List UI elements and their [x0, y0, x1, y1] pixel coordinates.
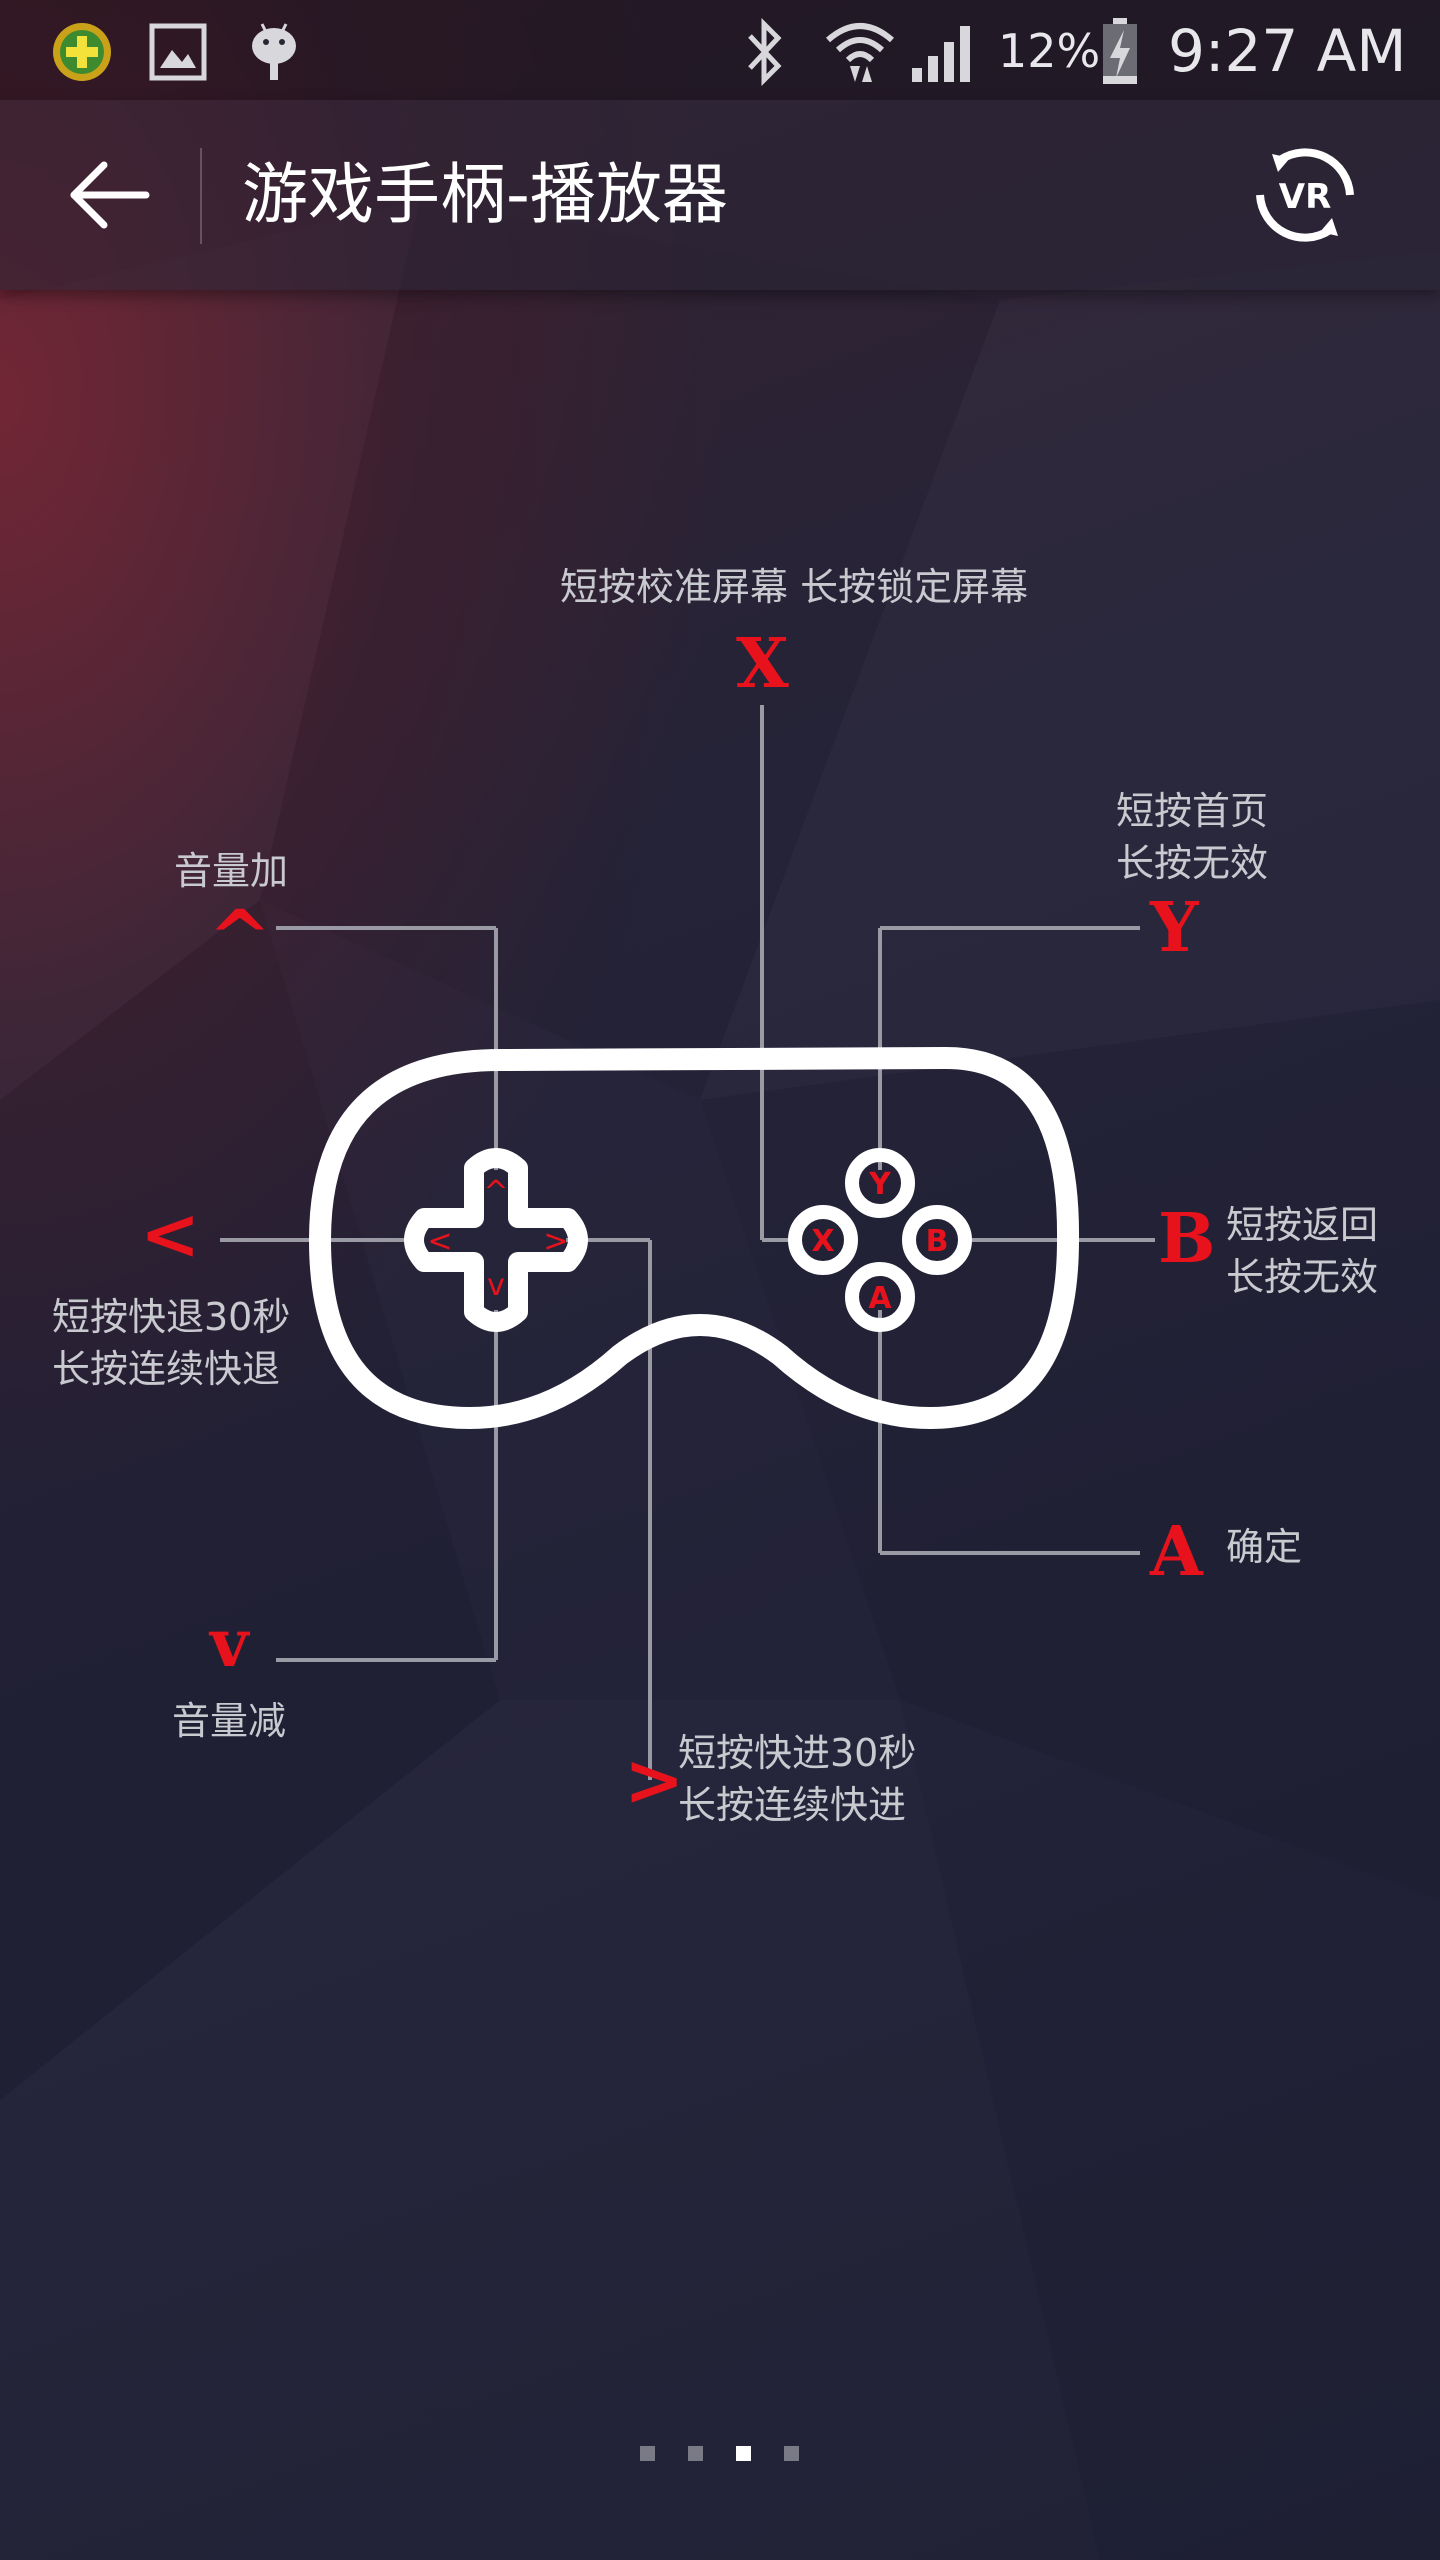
dpad-right-description-line1: 短按快进30秒 — [678, 1731, 917, 1775]
dpad-left-description-line1: 短按快退30秒 — [52, 1295, 291, 1339]
dpad-left-key-label: < — [140, 1191, 201, 1276]
status-bar: 12% 9:27 AM — [0, 0, 1440, 100]
b-button-description-line2: 长按无效 — [1226, 1255, 1379, 1299]
dpad-right-key-label: > — [624, 1737, 685, 1822]
page-dot-4[interactable] — [784, 2446, 799, 2461]
dpad-label-left: < — [427, 1224, 452, 1259]
face-button-y — [845, 1148, 915, 1218]
app-bar-divider — [200, 148, 202, 244]
page-indicator[interactable] — [640, 2444, 800, 2464]
vr-button[interactable]: VR — [1250, 140, 1360, 250]
battery-percent: 12% — [998, 24, 1101, 78]
dpad-right-description-line2: 长按连续快进 — [678, 1783, 907, 1827]
x-key-label: X — [736, 624, 789, 704]
bluetooth-icon — [748, 18, 782, 86]
controller-body — [309, 1047, 1080, 1429]
a-button-description: 确定 — [1226, 1525, 1303, 1569]
android-icon — [252, 23, 296, 80]
dpad — [404, 1148, 588, 1332]
app-notification-icon — [53, 23, 111, 81]
page-title: 游戏手柄-播放器 — [242, 156, 728, 233]
dpad-label-down: v — [487, 1268, 505, 1303]
dpad-up-key-label: ^ — [208, 893, 272, 982]
dpad-up-description: 音量加 — [174, 849, 289, 893]
page-dot-1[interactable] — [640, 2446, 655, 2461]
arrow-left-icon — [70, 161, 150, 229]
connector-lines — [220, 705, 1155, 1780]
face-button-x — [788, 1205, 858, 1275]
dpad-down-key-label: v — [210, 1604, 249, 1682]
dpad-down-description: 音量减 — [172, 1699, 287, 1743]
page-dot-2[interactable] — [688, 2446, 703, 2461]
face-button-b — [902, 1205, 972, 1275]
face-button-a — [845, 1262, 915, 1332]
y-button-description-line1: 短按首页 — [1116, 789, 1269, 833]
signal-icon — [912, 26, 970, 82]
face-label-b: B — [926, 1224, 949, 1259]
back-button[interactable] — [50, 145, 170, 245]
a-key-label: A — [1150, 1512, 1203, 1592]
clock: 9:27 AM — [1168, 17, 1407, 85]
controller-diagram: Y X B A ^ < > v — [220, 705, 1155, 1780]
face-label-y: Y — [868, 1167, 892, 1202]
dpad-label-up: ^ — [483, 1175, 508, 1210]
controller-guide: Y X B A ^ < > v 短按校准屏幕 长按锁定屏幕 X 短按首页 长按无… — [0, 290, 1440, 2290]
battery-charging-icon — [1103, 18, 1137, 84]
dpad-left-description-line2: 长按连续快退 — [52, 1347, 281, 1391]
vr-label: VR — [1279, 177, 1332, 217]
page-dot-3[interactable] — [736, 2446, 751, 2461]
image-icon — [149, 23, 207, 81]
face-label-a: A — [868, 1281, 892, 1316]
b-button-description-line1: 短按返回 — [1226, 1203, 1379, 1247]
x-button-description: 短按校准屏幕 长按锁定屏幕 — [560, 565, 1029, 609]
y-key-label: Y — [1150, 888, 1199, 968]
vr-icon: VR — [1256, 148, 1354, 242]
y-button-description-line2: 长按无效 — [1116, 841, 1269, 885]
dpad-label-right: > — [543, 1224, 568, 1259]
wifi-icon — [826, 23, 894, 82]
app-bar: 游戏手柄-播放器 VR — [0, 100, 1440, 290]
b-key-label: B — [1158, 1199, 1216, 1279]
face-label-x: X — [811, 1224, 834, 1259]
